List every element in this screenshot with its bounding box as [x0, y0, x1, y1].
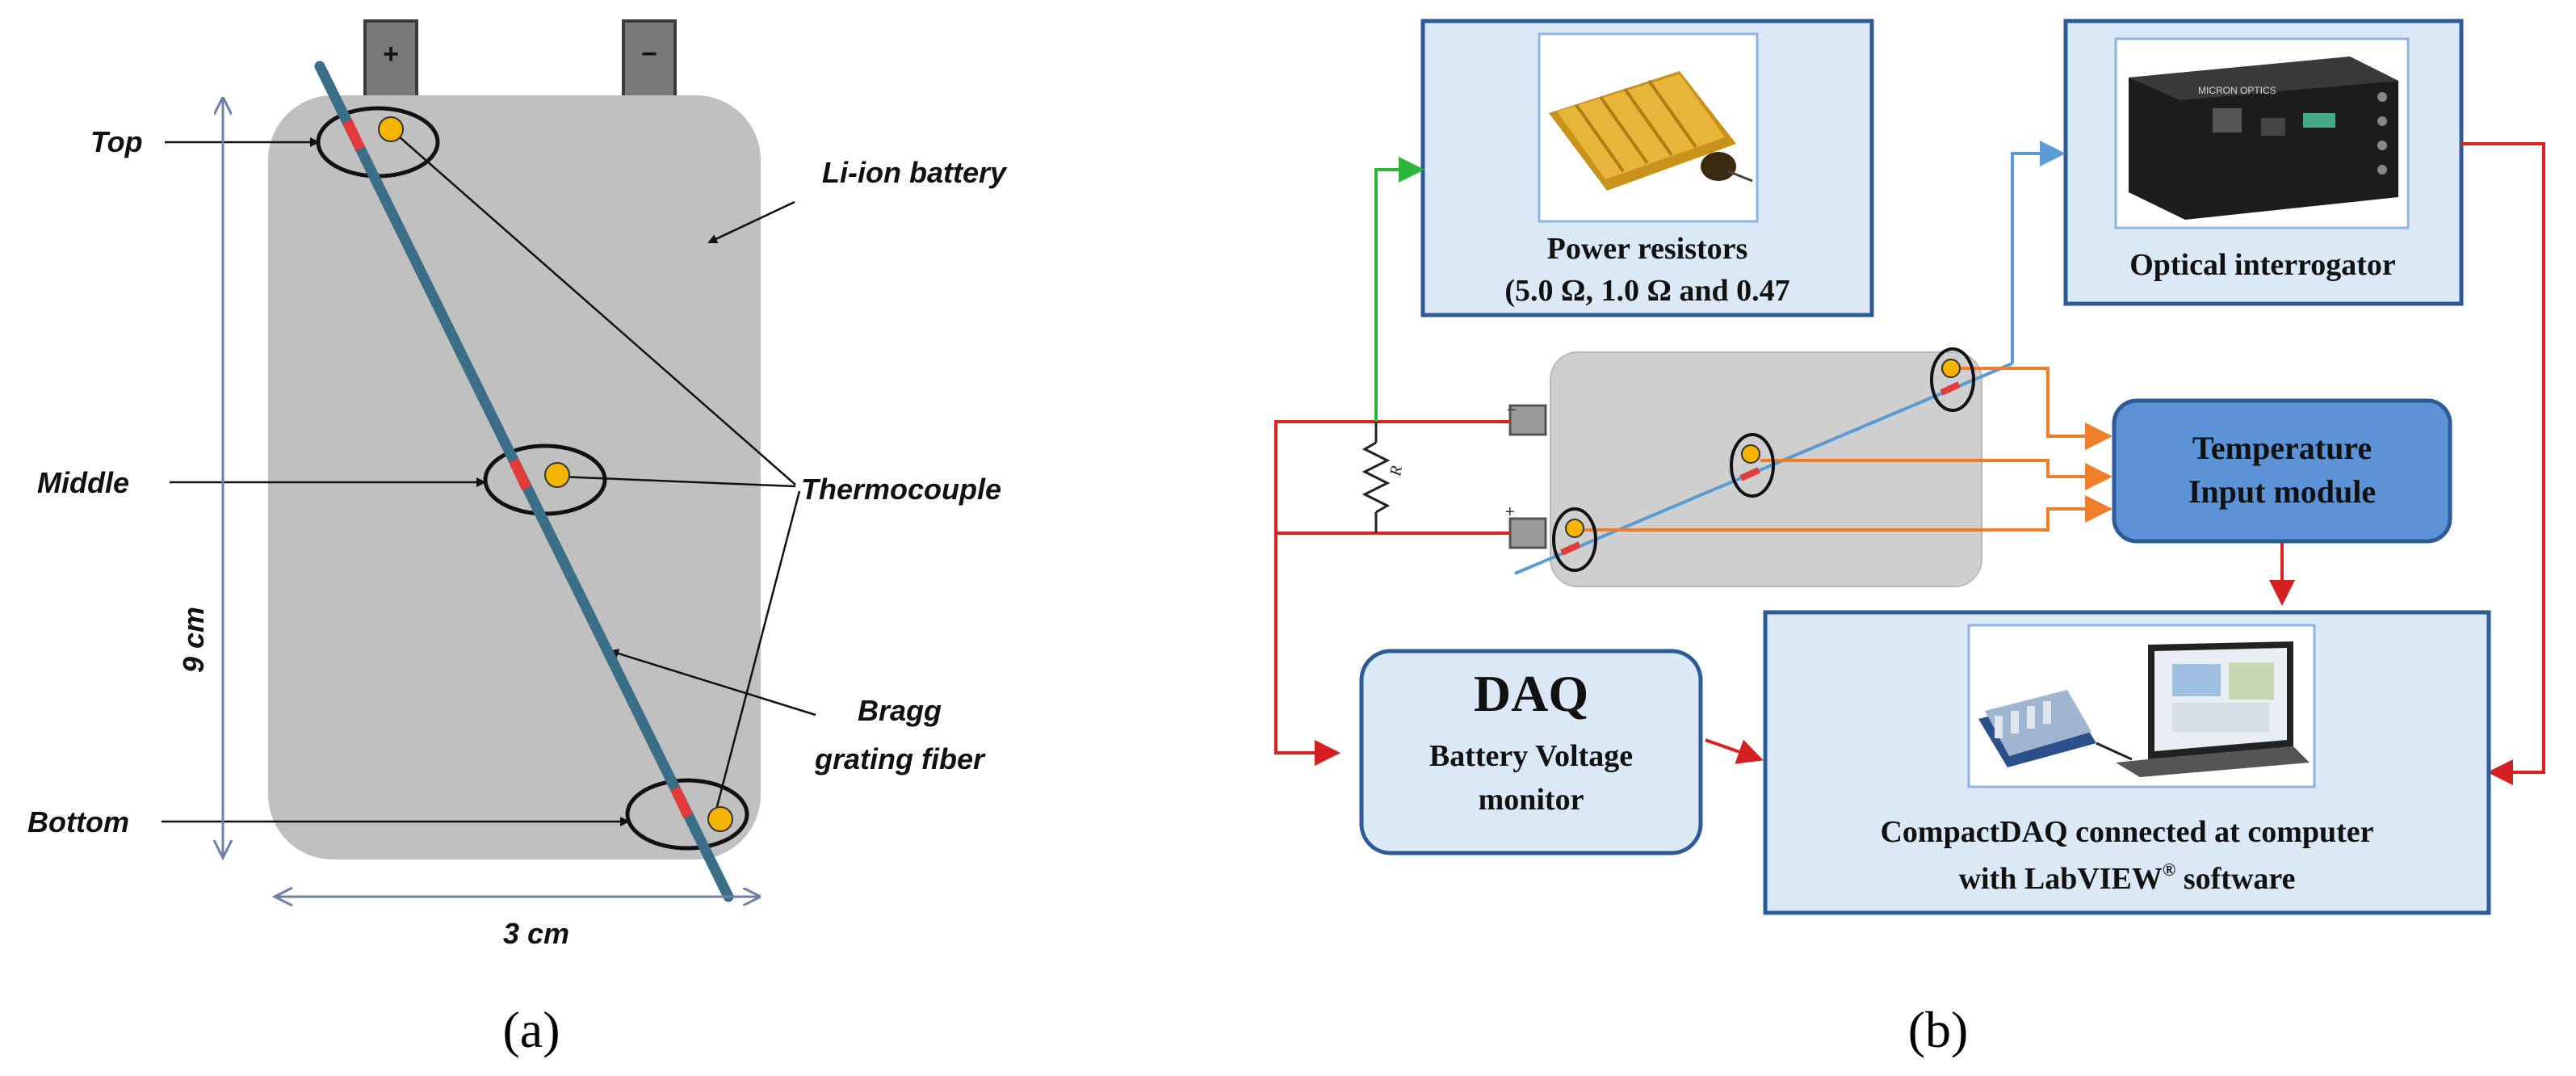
resistor-symbol-label: R — [1387, 464, 1406, 478]
power-resistors-line1: Power resistors — [1547, 232, 1748, 266]
optical-interrogator-label: Optical interrogator — [2129, 248, 2396, 282]
battery-body-b — [1550, 351, 1982, 587]
temperature-input-module — [2112, 398, 2452, 544]
daq-box — [1359, 649, 1703, 855]
height-dimension-arrow-bottom — [212, 839, 233, 861]
battery-terminal-plus-sign: + — [1505, 503, 1515, 521]
sensor-b-middle — [1730, 433, 1775, 498]
sensor-b-top-dot — [1941, 359, 1961, 378]
thermocouple-leader-bottom — [714, 490, 801, 813]
compactdaq-registered-mark: ® — [2163, 860, 2175, 880]
daq-line1: Battery Voltage — [1429, 739, 1633, 773]
grating-b-middle — [1739, 467, 1760, 481]
sensor-b-middle-dot — [1741, 444, 1760, 464]
daq-line2: monitor — [1479, 783, 1584, 817]
width-dimension-arrow-left — [271, 886, 293, 907]
power-resistors-line2: (5.0 Ω, 1.0 Ω and 0.47 — [1504, 274, 1789, 308]
panel-a-caption: (a) — [502, 1001, 560, 1058]
resistor-zigzag — [1361, 441, 1391, 514]
label-fiber-line2: grating fiber — [814, 742, 986, 775]
grating-b-bottom — [1560, 541, 1581, 556]
thermocouple-leader-top — [392, 130, 796, 485]
thermocouple-dot-bottom — [707, 806, 733, 832]
label-thermocouple: Thermocouple — [801, 473, 1001, 506]
temperature-module-line1: Temperature — [2192, 430, 2372, 466]
thermocouple-dot-middle — [544, 462, 570, 488]
label-fiber-line1: Bragg — [858, 694, 942, 727]
sensor-b-bottom-dot — [1565, 519, 1584, 538]
battery-terminal-minus-sign: − — [1507, 401, 1517, 419]
dim-width: 3 cm — [503, 917, 569, 950]
red-wire-daq-to-compactdaq — [1705, 738, 1764, 764]
optical-interrogator-icon: MICRON OPTICS — [2129, 57, 2398, 220]
thermocouple-dot-top — [378, 116, 404, 142]
fiber-b — [1514, 362, 2013, 575]
battery-terminal-plus — [1508, 517, 1547, 549]
sensor-ring-bottom — [625, 778, 749, 851]
grating-b-top — [1940, 381, 1961, 396]
grating-bottom — [670, 786, 693, 818]
compactdaq-line2-pre: with LabVIEW — [1959, 862, 2163, 896]
fiber-leader — [609, 649, 816, 717]
sensor-b-bottom — [1552, 507, 1597, 572]
red-wire-top — [1274, 420, 1510, 766]
label-middle: Middle — [37, 466, 129, 499]
interrogator-brand: MICRON OPTICS — [2198, 85, 2276, 96]
dim-height: 9 cm — [177, 607, 210, 673]
battery-arrow — [707, 200, 795, 244]
compactdaq-line2: with LabVIEW® software — [1959, 860, 2296, 896]
compactdaq-line2-post: software — [2175, 862, 2295, 896]
grating-middle — [509, 458, 531, 490]
orange-wire-bottom — [1578, 495, 2112, 532]
sensor-b-top — [1930, 347, 1975, 412]
power-resistor-icon — [1549, 71, 1753, 191]
compactdaq-computer-icon — [1978, 641, 2310, 777]
green-wire — [1374, 157, 1424, 422]
battery-body — [268, 95, 761, 860]
panel-b: Power resistors (5.0 Ω, 1.0 Ω and 0.47 M… — [1274, 19, 2545, 1058]
label-bottom: Bottom — [27, 805, 129, 839]
blue-fiber-to-interrogator — [2011, 141, 2066, 364]
panel-a: + − Top Middle Bottom Li-ion batt — [27, 19, 1008, 1058]
orange-wire-middle — [1760, 459, 2112, 490]
grating-top — [342, 119, 365, 151]
compactdaq-line1: CompactDAQ connected at computer — [1880, 815, 2373, 849]
temperature-module-line2: Input module — [2188, 473, 2376, 510]
battery-terminal-minus — [1508, 404, 1547, 436]
orange-wire-top — [1953, 367, 2112, 450]
label-battery: Li-ion battery — [822, 156, 1008, 189]
red-wire-interrogator — [2461, 142, 2545, 785]
wiring — [1274, 141, 2545, 785]
thermocouple-leader-middle — [558, 475, 796, 488]
label-top: Top — [90, 125, 143, 158]
negative-terminal-sign: − — [641, 39, 657, 69]
daq-title: DAQ — [1474, 665, 1588, 722]
positive-terminal-sign: + — [383, 39, 399, 69]
panel-b-caption: (b) — [1908, 1001, 1969, 1058]
